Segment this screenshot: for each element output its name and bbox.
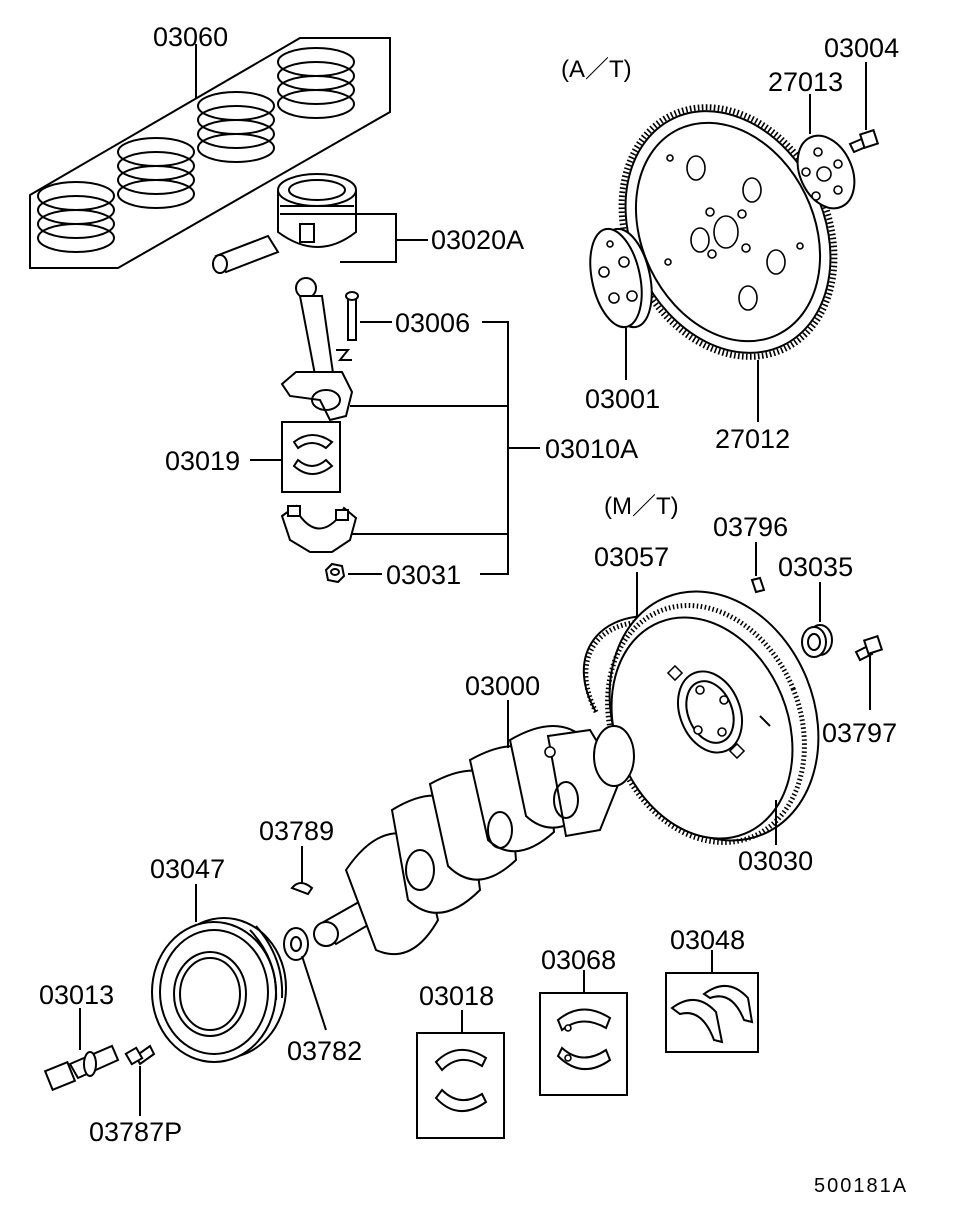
part-label-03031[interactable]: 03031 — [386, 560, 461, 590]
washer-03782 — [283, 927, 309, 961]
part-label-03060[interactable]: 03060 — [153, 22, 228, 52]
backing-plate-27013 — [796, 134, 856, 210]
part-label-03019[interactable]: 03019 — [165, 446, 240, 476]
part-label-27013[interactable]: 27013 — [768, 67, 843, 97]
part-label-03797[interactable]: 03797 — [822, 718, 897, 748]
woodruff-key-03789 — [290, 882, 314, 896]
part-label-03782[interactable]: 03782 — [287, 1036, 362, 1066]
pilot-bearing-03035 — [801, 624, 833, 658]
bearing-box-03068 — [539, 992, 628, 1096]
part-label-03013[interactable]: 03013 — [39, 980, 114, 1010]
part-label-03789[interactable]: 03789 — [259, 816, 334, 846]
thrust-washers-03048 — [670, 985, 754, 1044]
piston-ring-set-drawing — [29, 37, 391, 269]
piston-drawing — [212, 173, 357, 274]
part-label-03006[interactable]: 03006 — [395, 308, 470, 338]
part-label-03048[interactable]: 03048 — [670, 925, 745, 955]
rod-cap — [280, 504, 358, 553]
main-bearing-03018 — [434, 1049, 488, 1112]
rod-nut — [324, 562, 346, 584]
bolt-03787P — [124, 1044, 156, 1066]
part-label-03796[interactable]: 03796 — [713, 512, 788, 542]
part-label-03787P[interactable]: 03787P — [89, 1117, 182, 1147]
part-label-03030[interactable]: 03030 — [738, 846, 813, 876]
part-label-03010A[interactable]: 03010A — [545, 434, 638, 464]
thrust-bearing-03068 — [556, 1008, 612, 1070]
bolt-03797 — [854, 634, 884, 662]
part-label-03035[interactable]: 03035 — [778, 552, 853, 582]
damper-pulley-03047 — [151, 917, 287, 1063]
part-label-03001[interactable]: 03001 — [585, 384, 660, 414]
section-label-mt: (M／T) — [604, 493, 679, 520]
part-label-03020A[interactable]: 03020A — [431, 225, 524, 255]
piston-ring — [197, 91, 275, 163]
dowel-pin-03796 — [750, 576, 766, 594]
rod-bearing-03019 — [292, 434, 334, 475]
part-label-03057[interactable]: 03057 — [594, 542, 669, 572]
flywheel-03030 — [605, 590, 820, 845]
part-label-03047[interactable]: 03047 — [150, 854, 225, 884]
section-label-at: (A／T) — [561, 56, 632, 83]
part-label-03068[interactable]: 03068 — [541, 945, 616, 975]
piston-ring — [277, 47, 355, 119]
bearing-box-03018 — [416, 1032, 505, 1139]
crank-bolt-03013 — [43, 1044, 120, 1092]
connecting-rod-drawing — [280, 277, 359, 422]
part-label-03004[interactable]: 03004 — [824, 33, 899, 63]
bolt-03004 — [848, 128, 880, 154]
part-label-03000[interactable]: 03000 — [465, 671, 540, 701]
rod-bolt — [345, 291, 359, 341]
bearing-box-03019 — [281, 421, 341, 493]
part-label-27012[interactable]: 27012 — [715, 424, 790, 454]
crankshaft-03000 — [313, 725, 635, 956]
diagram-reference-number: 500181A — [814, 1175, 908, 1197]
adapter-plate-03001 — [589, 227, 653, 329]
piston-ring — [37, 181, 115, 253]
piston-ring — [117, 137, 195, 209]
piston-pin — [212, 234, 280, 274]
part-label-03018[interactable]: 03018 — [419, 981, 494, 1011]
